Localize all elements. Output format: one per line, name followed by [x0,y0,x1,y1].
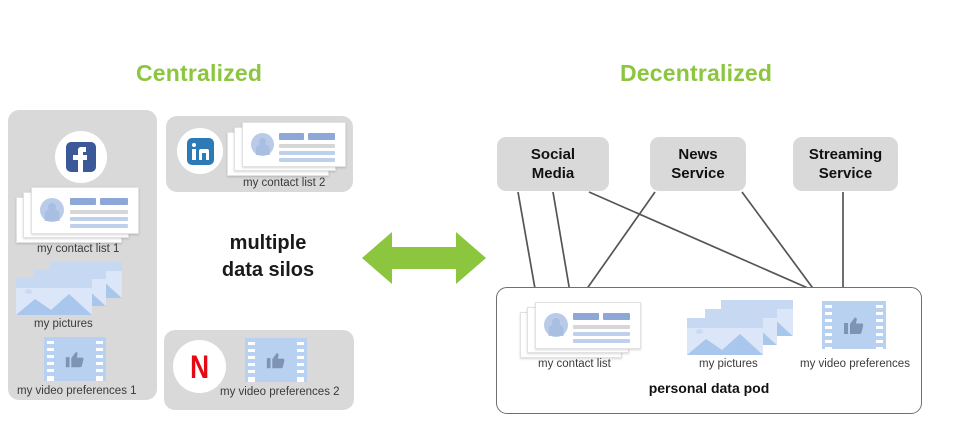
pod-item-label-video-preferences: my video preferences [800,358,910,370]
contact-card-icon-li [227,122,347,176]
item-label-contact-list-2: my contact list 2 [243,177,326,189]
facebook-logo-icon [55,131,107,183]
item-label-video-prefs-1: my video preferences 1 [17,385,137,397]
contact-card-icon-fb [16,187,140,243]
item-label-video-prefs-2: my video preferences 2 [220,386,340,398]
double-headed-arrow-icon [362,232,486,284]
service-label-line2: Service [818,165,873,182]
photo-stack-icon-fb [16,262,136,315]
silos-text-line1: multiple [229,232,307,254]
pod-title-label: personal data pod [648,380,770,396]
thumbs-up-icon [266,353,285,369]
service-box-social-media[interactable]: Social Media [497,137,609,191]
linkedin-logo-icon [177,128,223,174]
service-label-line1: Streaming [808,145,883,163]
page-title-centralized: Centralized [136,60,263,86]
pod-item-label-contact-list: my contact list [538,358,611,370]
silos-text-line2: data silos [221,258,315,281]
item-label-contact-list-1: my contact list 1 [37,243,120,255]
contact-card-icon-pod [520,302,641,358]
service-box-news-service[interactable]: News Service [650,137,746,191]
item-label-my-pictures-fb: my pictures [34,318,93,330]
multiple-data-silos-text: multiple data silos [198,230,338,284]
service-label-line1: News [678,145,718,163]
thumbs-up-icon [65,352,84,368]
personal-data-pod: my contact list my pictu [496,287,922,414]
service-box-streaming-service[interactable]: Streaming Service [793,137,898,191]
thumbs-up-icon [844,317,864,334]
page-title-decentralized: Decentralized [620,60,773,86]
service-label-line1: Social [530,145,576,163]
film-strip-icon-nf [245,338,307,382]
netflix-logo-icon: N [173,340,226,393]
service-label-line2: Media [531,165,575,182]
film-strip-icon-fb [44,337,106,381]
netflix-n-glyph: N [190,348,209,385]
link-social-contacts [517,191,541,302]
photo-stack-icon-pod [687,300,807,355]
service-label-line2: Service [671,165,725,182]
pod-item-label-my-pictures: my pictures [699,358,758,370]
film-strip-icon-pod [822,301,886,349]
